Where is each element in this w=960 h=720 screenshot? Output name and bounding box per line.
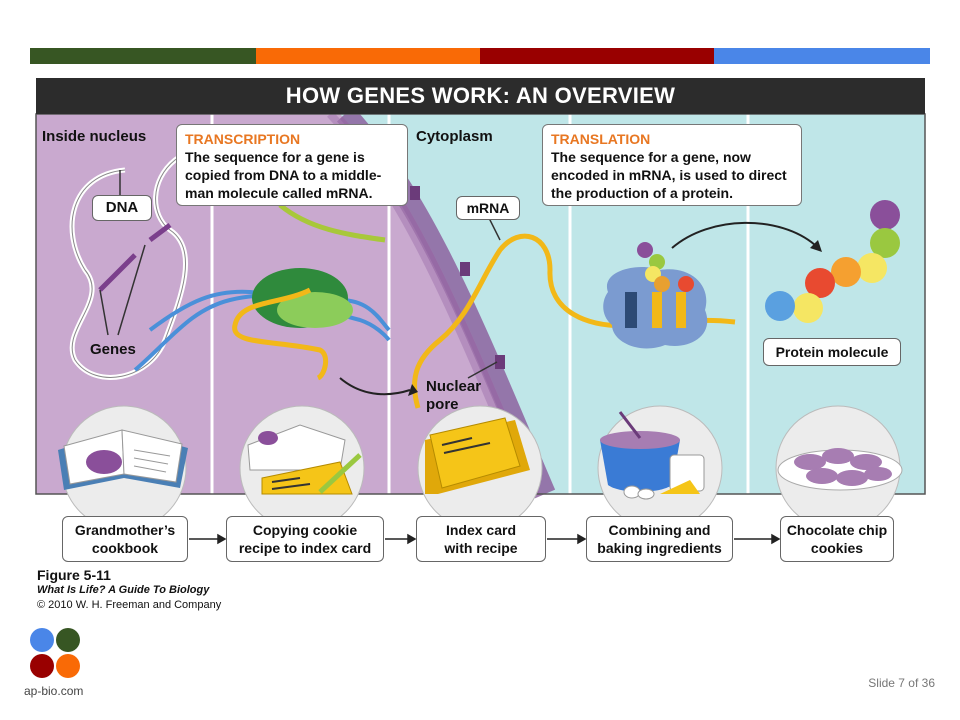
analogy-arrows — [189, 533, 781, 545]
mrna-pointer — [487, 215, 501, 241]
translation-text: The sequence for a gene, now encoded in … — [551, 149, 787, 201]
analogy-step-1-line1: Grandmother’s — [74, 522, 176, 538]
analogy-step-3-line1: Index card — [445, 522, 516, 538]
protein-molecule-label: Protein molecule — [763, 338, 901, 366]
amino-acid-4 — [654, 276, 670, 292]
analogy-step-3: Index card with recipe — [416, 516, 546, 562]
figure-caption: Figure 5-11 What Is Life? A Guide To Bio… — [37, 568, 221, 613]
translation-callout: TRANSLATION The sequence for a gene, now… — [542, 124, 802, 206]
analogy-step-3-line2: with recipe — [444, 540, 518, 556]
copying-illustration — [247, 424, 362, 495]
analogy-step-5: Chocolate chip cookies — [780, 516, 894, 562]
nuclear-pore-line2: pore — [426, 396, 459, 413]
protein-arrowhead — [810, 240, 822, 252]
rna-polymerase-light — [277, 292, 353, 328]
transcription-callout: TRANSCRIPTION The sequence for a gene is… — [176, 124, 408, 206]
pencil-icon — [318, 453, 362, 494]
genes-pointer — [99, 244, 146, 336]
protein-bead-6 — [793, 293, 823, 323]
trna-dark — [625, 292, 637, 328]
book-title: What Is Life? A Guide To Biology — [37, 584, 210, 596]
index-card-illustration — [425, 417, 530, 494]
amino-acid-1 — [637, 242, 653, 258]
mixing-bowl-icon — [600, 411, 705, 500]
gene-segment-2 — [148, 223, 172, 242]
color-bar-red — [480, 48, 714, 64]
genes-label: Genes — [90, 341, 136, 358]
analogy-step-5-line2: cookies — [810, 540, 864, 556]
protein-bead-7 — [765, 291, 795, 321]
nuclear-pore-line1: Nuclear — [426, 378, 482, 395]
translation-heading: TRANSLATION — [551, 131, 651, 147]
protein-bead-2 — [870, 228, 900, 258]
mrna-strand-top — [278, 203, 386, 243]
top-color-bar — [30, 48, 930, 64]
mrna-strand-nucleus — [232, 287, 329, 381]
site-name: ap-bio.com — [24, 684, 84, 698]
analogy-step-5-line1: Chocolate chip — [786, 522, 888, 538]
analogy-step-2: Copying cookie recipe to index card — [226, 516, 384, 562]
export-arrow — [339, 377, 411, 396]
color-bar-green — [30, 48, 256, 64]
amino-acid-5 — [678, 276, 694, 292]
analogy-step-4-line2: baking ingredients — [597, 540, 722, 556]
protein-bead-1 — [870, 200, 900, 230]
export-arrowhead — [408, 384, 418, 396]
analogy-step-2-line1: Copying cookie — [252, 522, 358, 538]
analogy-step-1: Grandmother’s cookbook — [62, 516, 188, 562]
figure-number: Figure 5-11 — [37, 567, 111, 583]
nuclear-pore-label: Nuclear pore — [426, 378, 481, 414]
nuclear-pore-1 — [410, 186, 420, 200]
slide-number: Slide 7 of 36 — [868, 676, 935, 690]
butter-icon — [660, 480, 700, 494]
nuclear-pore-3 — [495, 355, 505, 369]
trna-yellow-1 — [652, 292, 662, 328]
gene-segment-1 — [98, 253, 137, 292]
cytoplasm-label: Cytoplasm — [416, 128, 493, 145]
protein-bead-4 — [831, 257, 861, 287]
nucleus-label: Inside nucleus — [42, 128, 147, 145]
analogy-step-4: Combining and baking ingredients — [586, 516, 733, 562]
color-bar-orange — [256, 48, 480, 64]
trna-yellow-2 — [676, 292, 686, 328]
ap-bio-logo — [30, 628, 80, 678]
analogy-step-1-line2: cookbook — [91, 540, 159, 556]
color-bar-blue — [714, 48, 930, 64]
analogy-step-2-line2: recipe to index card — [238, 540, 372, 556]
nuclear-pore-2 — [460, 262, 470, 276]
transcription-text: The sequence for a gene is copied from D… — [185, 149, 382, 201]
protein-bead-3 — [857, 253, 887, 283]
dna-label: DNA — [92, 195, 152, 221]
open-book-icon — [58, 429, 188, 490]
analogy-step-4-line1: Combining and — [608, 522, 711, 538]
pore-pointer — [467, 361, 498, 379]
figure-title: HOW GENES WORK: AN OVERVIEW — [36, 78, 925, 114]
protein-arrow — [671, 221, 816, 249]
protein-bead-5 — [805, 268, 835, 298]
copyright: © 2010 W. H. Freeman and Company — [37, 599, 222, 611]
mrna-label: mRNA — [456, 196, 520, 220]
cookie-plate-icon — [777, 448, 903, 491]
transcription-heading: TRANSCRIPTION — [185, 131, 301, 147]
